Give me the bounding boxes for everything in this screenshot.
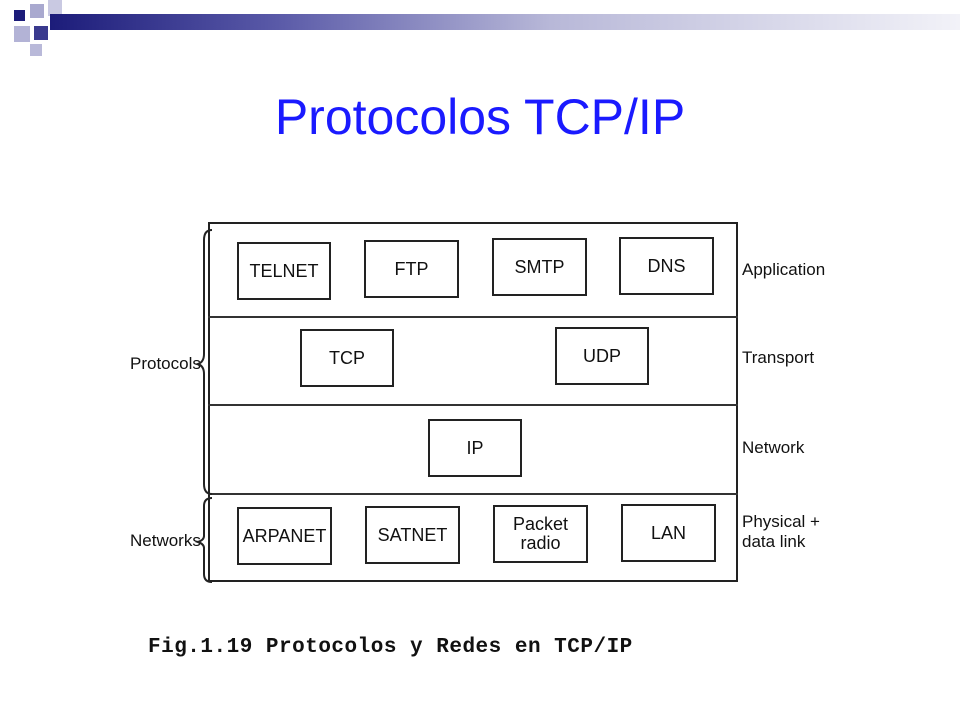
layer-label-transport: Transport — [742, 348, 815, 367]
slide-title: Protocolos TCP/IP — [274, 89, 686, 145]
layer-label-physical-line2: data link — [742, 532, 806, 551]
protocol-box-ip: IP — [428, 419, 522, 477]
protocols-brace — [194, 229, 213, 495]
network-box-satnet: SATNET — [365, 506, 460, 564]
deco-square-light-2 — [48, 0, 62, 16]
side-label-protocols: Protocols — [130, 354, 201, 373]
networks-brace — [194, 497, 213, 583]
deco-gradient-bar — [50, 14, 960, 30]
figure-caption: Fig.1.19 Protocolos y Redes en TCP/IP — [148, 636, 633, 659]
layer-label-physical-line1: Physical + — [742, 512, 820, 531]
layer-label-application: Application — [742, 260, 826, 279]
deco-square-light-4 — [30, 44, 42, 56]
layer-divider-2 — [208, 404, 738, 406]
diagram-frame — [208, 222, 738, 582]
layer-divider-1 — [208, 316, 738, 318]
deco-square-dark-1 — [14, 10, 25, 21]
layer-divider-3 — [208, 493, 738, 495]
deco-square-light-3 — [14, 26, 30, 42]
network-box-lan: LAN — [621, 504, 716, 562]
network-box-packet-radio: Packet radio — [493, 505, 588, 563]
protocol-box-ftp: FTP — [364, 240, 459, 298]
protocol-box-smtp: SMTP — [492, 238, 587, 296]
protocol-box-udp: UDP — [555, 327, 649, 385]
network-box-arpanet: ARPANET — [237, 507, 332, 565]
side-label-networks: Networks — [130, 531, 201, 550]
deco-square-dark-2 — [34, 26, 48, 40]
protocol-box-telnet: TELNET — [237, 242, 331, 300]
layer-label-network: Network — [742, 438, 805, 457]
protocol-box-tcp: TCP — [300, 329, 394, 387]
protocol-box-dns: DNS — [619, 237, 714, 295]
deco-square-light-1 — [30, 4, 44, 18]
